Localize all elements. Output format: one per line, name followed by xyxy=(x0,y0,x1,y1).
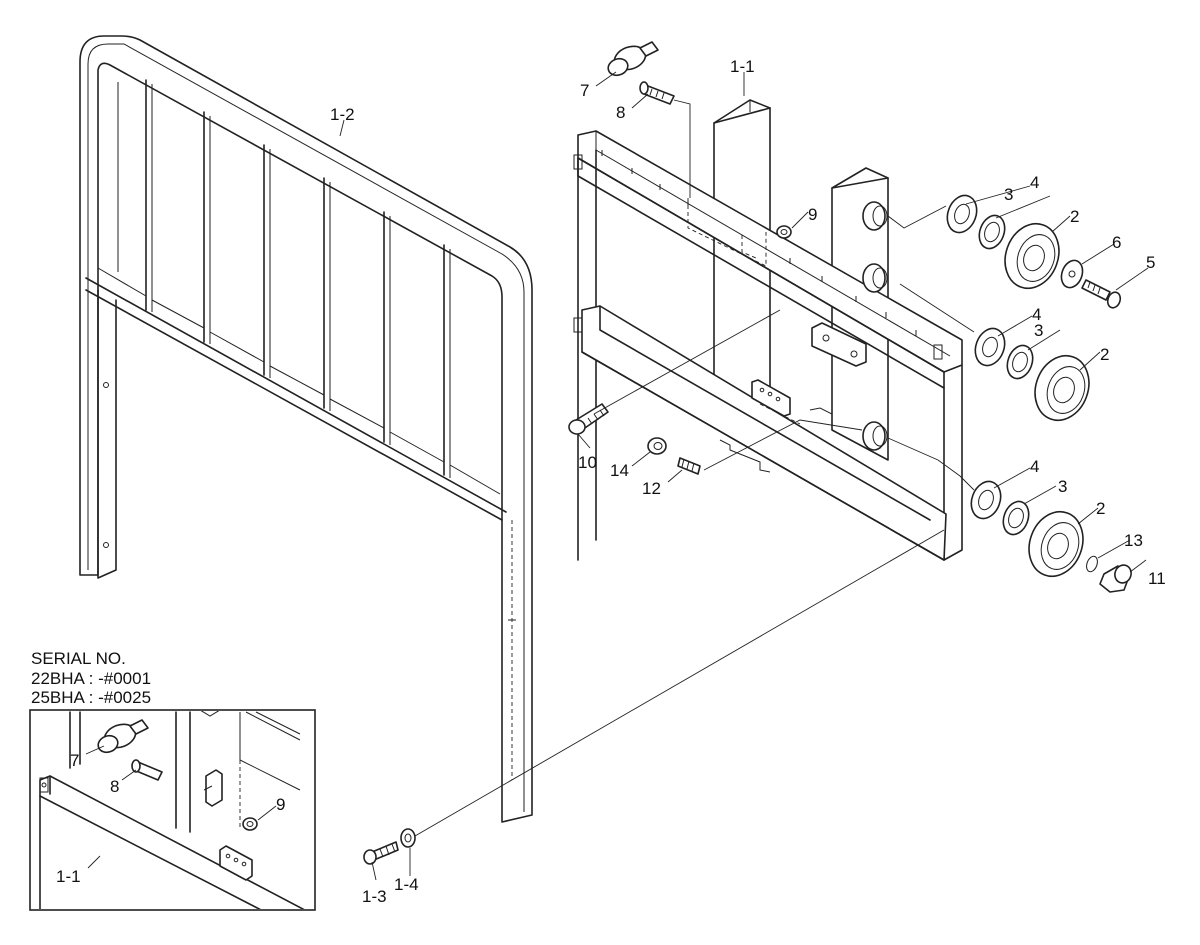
part-labels: 1-1 1-2 1-3 1-4 2 2 2 3 3 3 4 4 4 5 6 7 … xyxy=(330,57,1166,906)
serial-line-1: 22BHA : -#0001 xyxy=(31,669,151,688)
label-7: 7 xyxy=(580,81,589,100)
label-3-lower: 3 xyxy=(1058,477,1067,496)
label-3-middle: 3 xyxy=(1034,321,1043,340)
label-12: 12 xyxy=(642,479,661,498)
label-3-upper: 3 xyxy=(1004,185,1013,204)
label-10: 10 xyxy=(578,453,597,472)
label-4-upper: 4 xyxy=(1030,173,1039,192)
fork-carriage xyxy=(573,99,963,561)
top-fittings xyxy=(607,41,691,198)
bolt-1-3-assembly xyxy=(363,828,416,865)
label-5: 5 xyxy=(1146,253,1155,272)
label-14: 14 xyxy=(610,461,629,480)
serial-line-2: 25BHA : -#0025 xyxy=(31,688,151,707)
label-9: 9 xyxy=(808,205,817,224)
inset-label-7: 7 xyxy=(70,751,79,770)
inset-label-9: 9 xyxy=(276,795,285,814)
label-4-lower: 4 xyxy=(1030,457,1039,476)
label-13: 13 xyxy=(1124,531,1143,550)
inset-detail xyxy=(29,709,316,911)
label-1-2: 1-2 xyxy=(330,105,355,124)
lower-roller-assembly xyxy=(970,480,1132,593)
serial-heading: SERIAL NO. xyxy=(31,649,126,668)
label-6: 6 xyxy=(1112,233,1121,252)
label-1-4: 1-4 xyxy=(394,875,419,894)
label-2-middle: 2 xyxy=(1100,345,1109,364)
label-1-1: 1-1 xyxy=(730,57,755,76)
label-2-upper: 2 xyxy=(1070,207,1079,226)
middle-roller-assembly xyxy=(974,327,1090,422)
nut-9 xyxy=(776,225,792,239)
label-1-3: 1-3 xyxy=(362,887,387,906)
bolt-10-assembly xyxy=(568,403,701,475)
inset-label-1-1: 1-1 xyxy=(56,867,81,886)
inset-label-8: 8 xyxy=(110,777,119,796)
leader-lines xyxy=(339,71,1149,881)
serial-note: SERIAL NO. 22BHA : -#0001 25BHA : -#0025 xyxy=(31,649,151,707)
label-4-middle: 4 xyxy=(1032,305,1041,324)
upper-roller-assembly xyxy=(946,194,1122,309)
inset-labels: 7 8 9 1-1 xyxy=(56,751,285,886)
load-backrest xyxy=(79,35,533,823)
label-11: 11 xyxy=(1148,569,1166,588)
label-2-lower: 2 xyxy=(1096,499,1105,518)
label-8: 8 xyxy=(616,103,625,122)
